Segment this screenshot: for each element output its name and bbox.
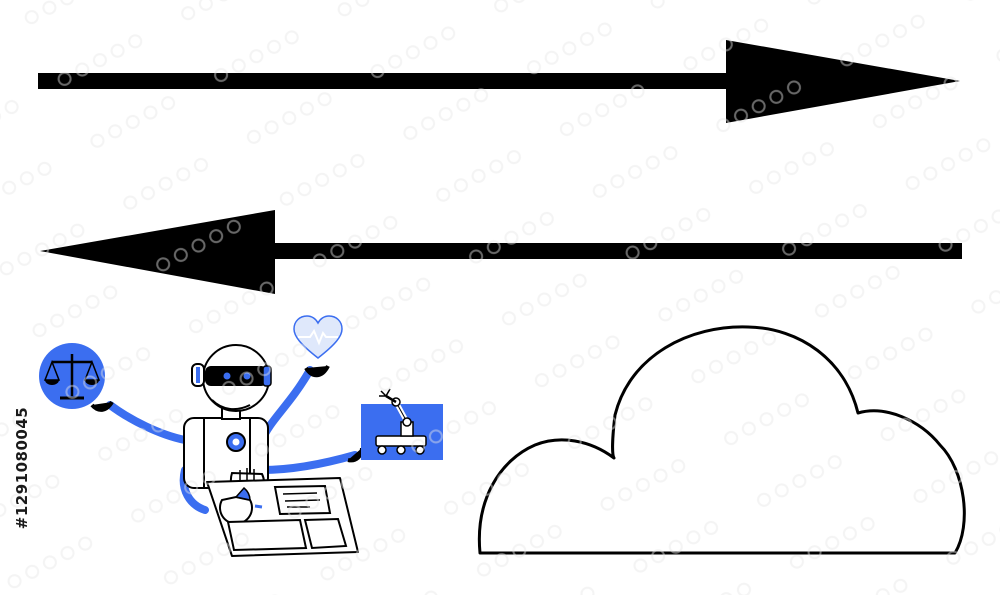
stock-id-text: #1291080045 bbox=[13, 406, 32, 530]
scales-icon bbox=[39, 343, 105, 409]
arrow-left-icon bbox=[40, 210, 962, 294]
arrow-right-icon bbox=[38, 40, 960, 123]
dashboard-panel bbox=[206, 477, 359, 557]
robot-arm-icon bbox=[361, 388, 443, 460]
cloud-icon bbox=[477, 325, 966, 555]
heart-icon bbox=[293, 315, 343, 359]
stock-id-label: #1291080045 bbox=[8, 348, 36, 588]
